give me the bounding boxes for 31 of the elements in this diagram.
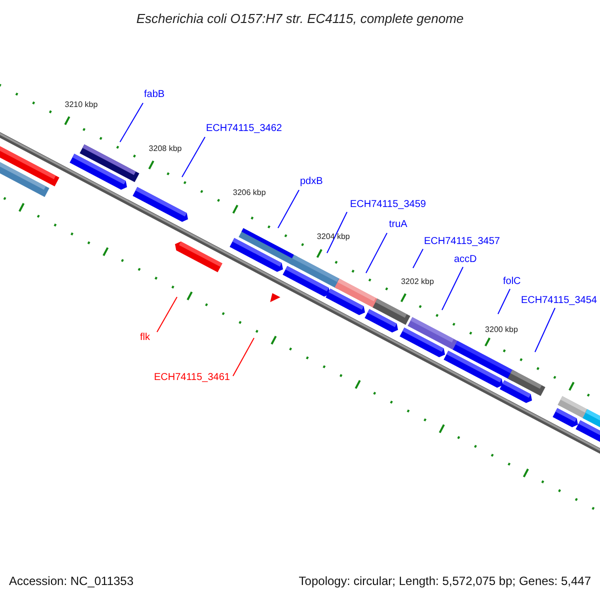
- gene-label: ECH74115_3457: [424, 236, 500, 248]
- leader-line: [120, 102, 144, 142]
- gene-label: folC: [503, 276, 521, 288]
- scale-label: 3200 kbp: [485, 324, 518, 335]
- leader-line: [232, 338, 254, 376]
- leader-line: [442, 266, 464, 310]
- gene-label: ECH74115_3462: [206, 123, 282, 135]
- scale-label: 3208 kbp: [148, 144, 182, 154]
- leader-line: [278, 190, 300, 228]
- footer-note: Topology: circular; Length: 5,572,075 bp; Genes: 5,447: [298, 574, 591, 588]
- footer-note: Accession: NC_011353: [9, 574, 134, 588]
- leader-line: [534, 308, 556, 352]
- leader-line: [156, 296, 178, 332]
- scale-label: 3204 kbp: [316, 232, 350, 242]
- gene-label: ECH74115_3459: [350, 199, 426, 211]
- title: Escherichia coli O157:H7 str. EC4115, complete genome: [136, 10, 464, 28]
- gene-label: pdxB: [300, 176, 323, 188]
- gene-label: truA: [389, 219, 408, 231]
- scale-label: 3206 kbp: [232, 188, 266, 198]
- gene-label: ECH74115_3454: [521, 295, 597, 307]
- leader-line: [366, 232, 388, 274]
- leader-line: [412, 248, 424, 268]
- leader-line: [498, 288, 510, 314]
- gene-label: fabB: [144, 89, 165, 101]
- leader-line: [182, 136, 206, 178]
- scale-label: 3202 kbp: [400, 276, 434, 287]
- leader-line: [326, 212, 348, 254]
- gene-label: flk: [140, 332, 150, 344]
- gene-label: accD: [454, 254, 477, 266]
- scale-label: 3210 kbp: [64, 100, 98, 110]
- gene-label: ECH74115_3461: [154, 372, 230, 384]
